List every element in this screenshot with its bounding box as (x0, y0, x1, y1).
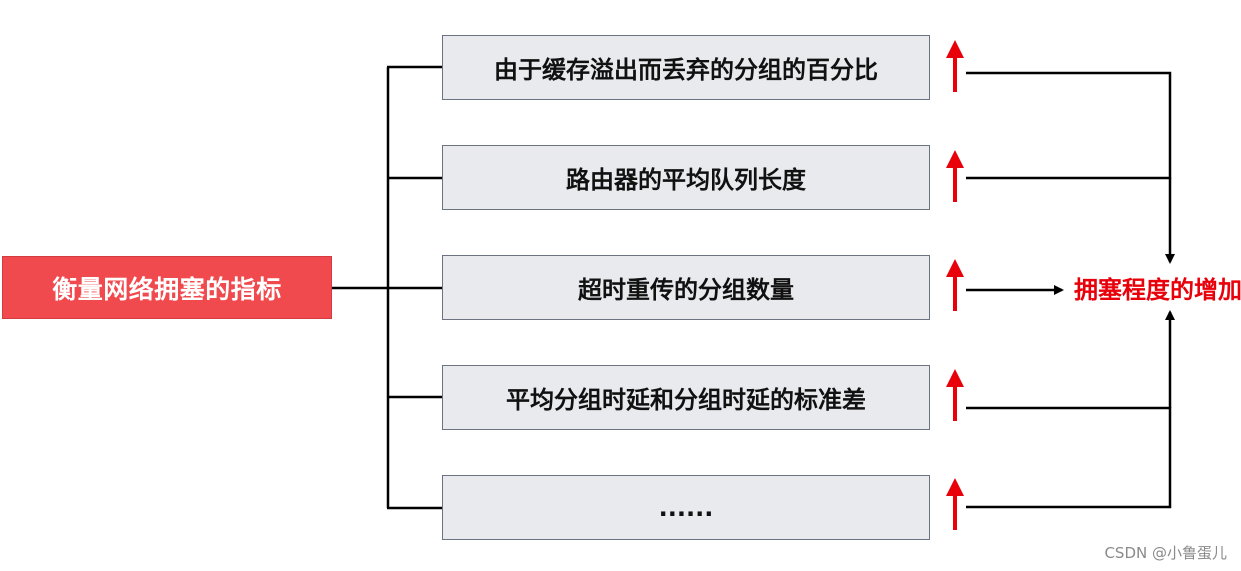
metric-node-4: 平均分组时延和分组时延的标准差 (442, 365, 930, 430)
watermark: CSDN @小鲁蛋儿 (1104, 542, 1227, 563)
trend-up-arrow-4 (946, 369, 964, 421)
metric-node-label: ...... (658, 493, 714, 522)
trend-up-arrow-5 (946, 478, 964, 530)
trend-up-arrow-2 (946, 150, 964, 202)
metric-node-label: 平均分组时延和分组时延的标准差 (506, 386, 866, 414)
trend-up-arrow-1 (946, 40, 964, 92)
metric-node-2: 路由器的平均队列长度 (442, 145, 930, 210)
trend-up-arrow-3 (946, 259, 964, 311)
result-node: 拥塞程度的增加 (1074, 272, 1241, 308)
root-node: 衡量网络拥塞的指标 (2, 256, 332, 319)
result-node-label: 拥塞程度的增加 (1074, 276, 1241, 304)
metric-node-1: 由于缓存溢出而丢弃的分组的百分比 (442, 35, 930, 100)
metric-node-label: 路由器的平均队列长度 (566, 166, 806, 194)
metric-node-label: 超时重传的分组数量 (578, 276, 794, 304)
root-node-label: 衡量网络拥塞的指标 (52, 274, 282, 304)
right-connector-top (966, 71, 1172, 180)
metric-node-5: ...... (442, 475, 930, 540)
metric-node-3: 超时重传的分组数量 (442, 255, 930, 320)
metric-node-label: 由于缓存溢出而丢弃的分组的百分比 (494, 56, 878, 84)
watermark-text: CSDN @小鲁蛋儿 (1104, 544, 1227, 562)
right-connector-bottom (966, 406, 1172, 509)
